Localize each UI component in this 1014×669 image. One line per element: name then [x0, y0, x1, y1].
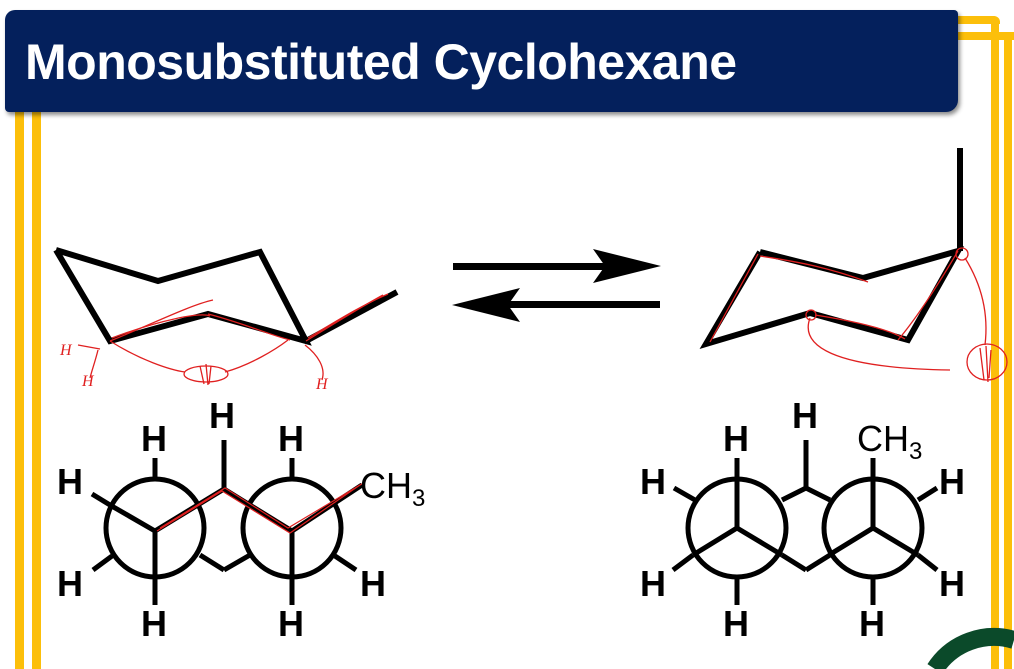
atom-h: H	[57, 563, 83, 604]
logo-arc	[927, 628, 1014, 669]
left-chair-structure	[53, 247, 399, 346]
atom-h: H	[859, 603, 885, 644]
atom-h: H	[640, 563, 666, 604]
methyl-label: CH3	[857, 418, 922, 465]
methyl-label: CH3	[360, 465, 425, 512]
left-chair-ring	[53, 247, 312, 346]
reverse-arrow-shaft	[490, 301, 660, 308]
right-chair-annotations	[709, 247, 1008, 383]
frame-right-outer	[991, 16, 999, 669]
annotation-h: H	[59, 342, 73, 359]
atom-h: H	[57, 461, 83, 502]
frame-right-inner	[1004, 32, 1012, 669]
title-bar: Monosubstituted Cyclohexane	[5, 10, 958, 112]
atom-h: H	[792, 395, 818, 436]
methyl-ch: CH	[360, 465, 412, 506]
methyl-subscript: 3	[909, 438, 922, 465]
atom-h: H	[278, 418, 304, 459]
atom-h: H	[723, 603, 749, 644]
atom-h: H	[209, 395, 235, 436]
right-chair-structure	[699, 148, 965, 350]
methyl-subscript: 3	[412, 485, 425, 512]
frame-top-outer	[955, 16, 1000, 24]
forward-arrow-shaft	[453, 263, 623, 270]
atom-h: H	[939, 563, 965, 604]
annotation-h: H	[315, 376, 329, 393]
atom-h: H	[141, 418, 167, 459]
atom-h: H	[360, 563, 386, 604]
left-newman-projection	[90, 440, 364, 605]
right-chair-ring	[699, 246, 965, 350]
atom-h: H	[939, 461, 965, 502]
atom-h: H	[141, 603, 167, 644]
reverse-arrow-head	[452, 288, 520, 322]
right-newman-projection	[671, 440, 939, 605]
atom-h: H	[723, 418, 749, 459]
frame-top-inner	[955, 32, 1014, 40]
frame-left-outer	[15, 100, 24, 669]
left-chair-methyl-bond	[304, 289, 399, 344]
frame-left-inner	[32, 100, 41, 669]
left-newman-annotations	[156, 481, 366, 534]
slide-title: Monosubstituted Cyclohexane	[25, 34, 737, 90]
left-newman-labels: H H H H H H H H CH3	[57, 395, 425, 644]
atom-h: H	[640, 461, 666, 502]
left-chair-annotations	[77, 293, 389, 386]
atom-h: H	[278, 603, 304, 644]
right-newman-labels: H H H H H H H H CH3	[640, 395, 965, 644]
forward-arrow-head	[593, 249, 661, 283]
left-chair-h-annotations: H H H	[59, 342, 329, 393]
methyl-ch: CH	[857, 418, 909, 459]
equilibrium-arrows-icon	[452, 249, 661, 322]
annotation-h: H	[81, 373, 95, 390]
